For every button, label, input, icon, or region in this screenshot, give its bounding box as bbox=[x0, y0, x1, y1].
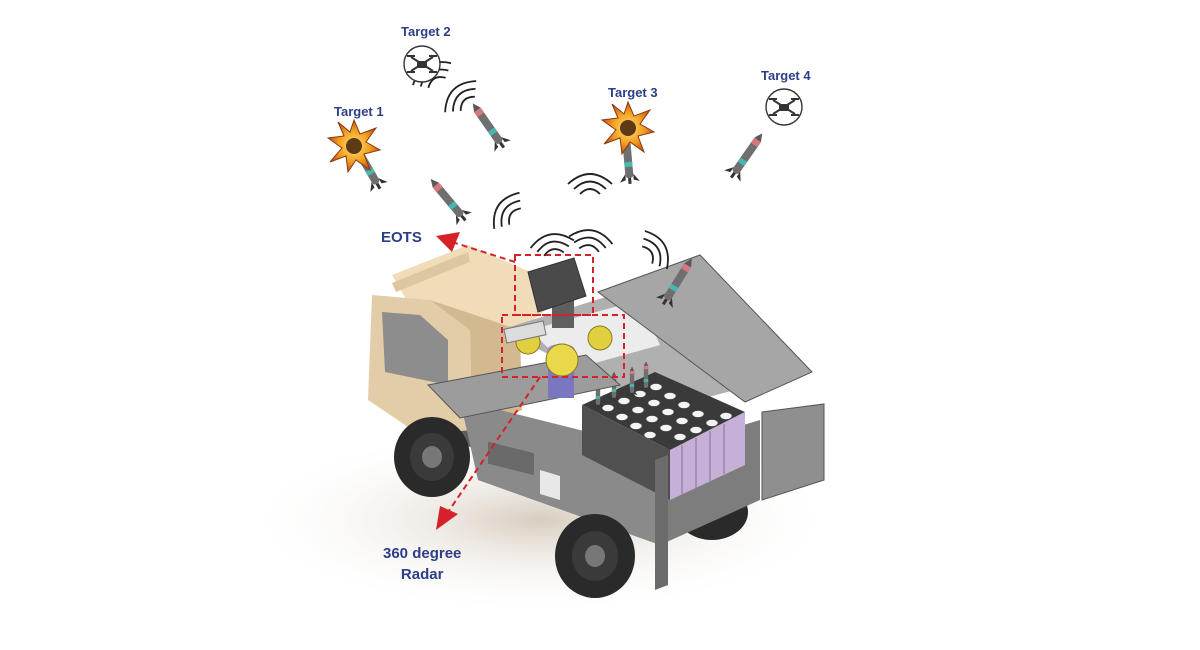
target-2-label: Target 2 bbox=[401, 24, 451, 39]
callouts bbox=[445, 241, 625, 516]
truck-front-wheel bbox=[394, 417, 470, 497]
target-1-explosion-icon bbox=[326, 118, 382, 174]
cargo-hatch bbox=[540, 470, 560, 500]
target-4-label: Target 4 bbox=[761, 68, 811, 83]
target-3-explosion-icon bbox=[600, 100, 656, 156]
radar-panel-front bbox=[545, 343, 579, 377]
eots-camera-head bbox=[527, 257, 587, 313]
eots-callout-box bbox=[514, 254, 594, 316]
sensor-turret bbox=[503, 257, 613, 398]
radar-label: 360 degree Radar bbox=[383, 543, 461, 585]
target-3-label: Target 3 bbox=[608, 85, 658, 100]
cargo-compartment bbox=[488, 441, 534, 476]
radar-callout-box bbox=[501, 314, 625, 378]
side-door bbox=[655, 455, 668, 590]
radar-panel-right bbox=[587, 325, 613, 351]
interceptor-missile bbox=[423, 172, 474, 227]
sensor-arm bbox=[503, 320, 547, 344]
radar-arrowhead bbox=[436, 506, 458, 530]
cab-side-window bbox=[382, 312, 448, 385]
truck bbox=[368, 245, 825, 598]
eots-arrowhead bbox=[436, 232, 460, 252]
eots-label: EOTS bbox=[381, 229, 422, 246]
radar-label-line1: 360 degree bbox=[383, 545, 462, 562]
radar-label-line2: Radar bbox=[400, 566, 444, 583]
eots-callout-line bbox=[451, 241, 516, 263]
radar-callout-line bbox=[445, 376, 541, 516]
rear-door bbox=[761, 403, 825, 501]
target-2-drone-icon bbox=[403, 45, 441, 83]
truck-cab bbox=[368, 245, 572, 435]
launcher-tube-grid bbox=[582, 361, 745, 500]
cargo-side-panel bbox=[460, 400, 660, 545]
target-4-drone-icon bbox=[765, 88, 803, 126]
launcher-lid-right bbox=[596, 254, 813, 403]
target-1-label: Target 1 bbox=[334, 104, 384, 119]
truck-rear-wheel bbox=[555, 514, 635, 598]
interceptor-missile bbox=[723, 127, 771, 184]
interceptor-missile bbox=[464, 97, 512, 154]
